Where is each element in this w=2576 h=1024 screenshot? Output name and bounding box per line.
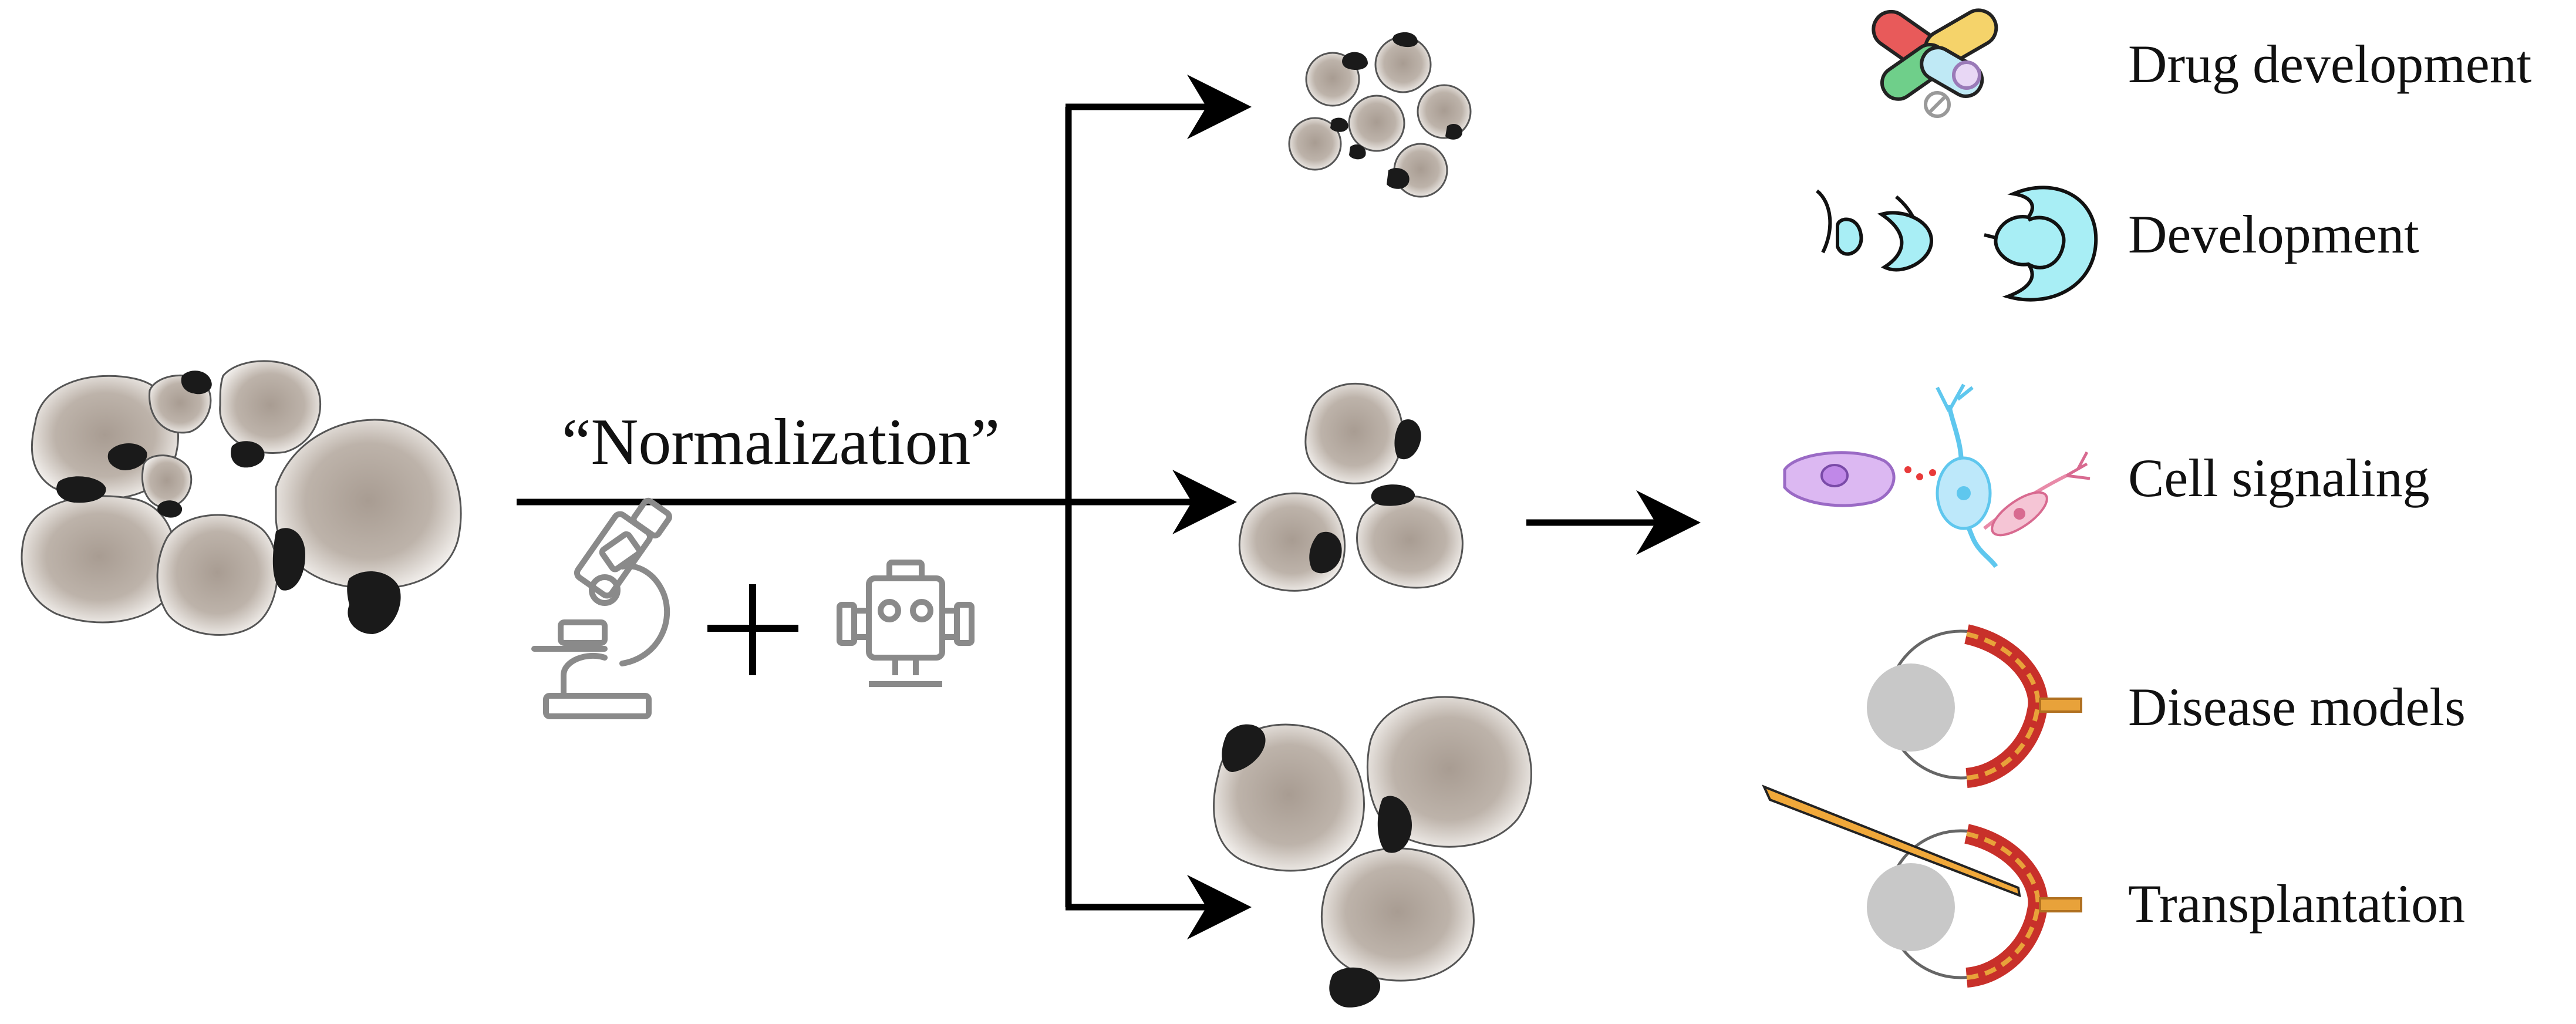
eye-injection-icon [1762, 784, 2082, 988]
eye-icon [1867, 624, 2082, 788]
embryo-icon [1816, 186, 2098, 302]
application-label-development: Development [2128, 204, 2419, 264]
application-label-transplantation: Transplantation [2128, 874, 2465, 934]
application-label-disease-models: Disease models [2128, 677, 2466, 737]
application-labels: Drug development Development Cell signal… [2128, 34, 2532, 934]
application-label-drug-development: Drug development [2128, 34, 2532, 94]
cells-icon [1783, 383, 2091, 568]
robot-icon [837, 560, 975, 687]
pills-icon [1872, 8, 1998, 118]
heterogeneous-organoids [21, 360, 462, 636]
microscope-icon [531, 497, 672, 719]
medium-organoids [1238, 382, 1464, 592]
large-organoids [1213, 696, 1532, 1008]
small-organoids [1288, 32, 1472, 198]
branching-arrows [517, 75, 1701, 939]
syringe-needle [1762, 784, 2021, 898]
application-label-cell-signaling: Cell signaling [2128, 448, 2430, 508]
normalization-label: “Normalization” [562, 406, 1000, 479]
plus-icon [707, 584, 798, 675]
black-tissue [56, 370, 401, 634]
